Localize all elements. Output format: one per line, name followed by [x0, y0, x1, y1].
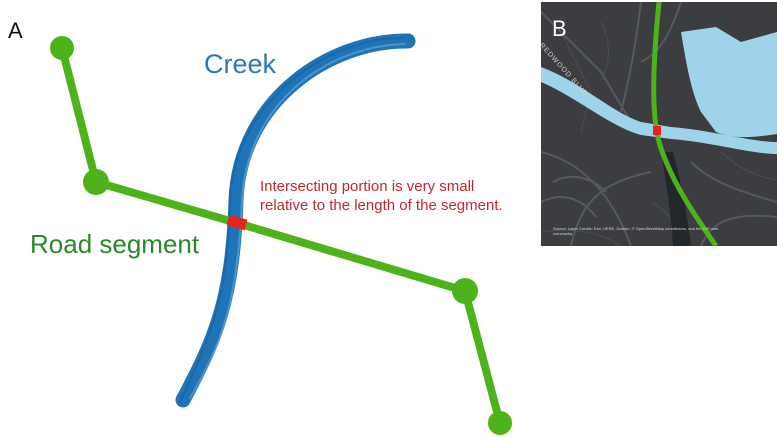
intersection-note: Intersecting portion is very small relat…	[260, 177, 540, 215]
road-vertex	[83, 169, 109, 195]
panel-b-letter: B	[552, 16, 567, 41]
creek-stroke-texture	[179, 36, 405, 403]
road-vertex	[452, 278, 478, 304]
map-water	[681, 27, 777, 138]
map-road	[651, 2, 719, 246]
road-vertex	[50, 36, 74, 60]
note-line: relative to the length of the segment.	[260, 197, 503, 214]
map-attribution: Source: Layer Credits: Esri, HERE, Garmi…	[553, 226, 719, 236]
note-line: Intersecting portion is very small	[260, 178, 475, 195]
road-segment-label: Road segment	[30, 229, 200, 259]
panel-a-letter: A	[8, 18, 23, 43]
creek-stroke	[175, 33, 416, 408]
map-image	[541, 2, 777, 246]
road-vertex	[488, 411, 512, 435]
creek-label: Creek	[204, 49, 277, 79]
map-intersection-highlight	[653, 126, 661, 135]
map-panel-b: B REDWOOD BLVD Source: Layer Credits: Es…	[541, 2, 777, 246]
creek-stroke-texture	[189, 43, 406, 399]
intersection-highlight	[226, 214, 248, 231]
